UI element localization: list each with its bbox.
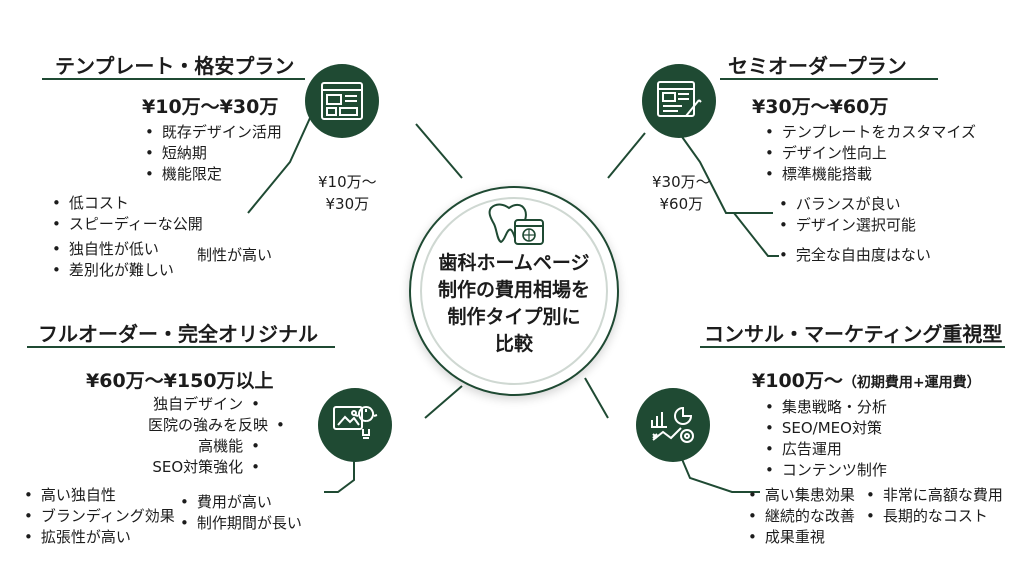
center-title-line: 歯科ホームページ <box>438 252 590 274</box>
branch-price-line: ¥30万〜 <box>652 173 711 191</box>
list-item: デザイン選択可能 <box>779 215 916 236</box>
list-item: ブランディング効果 <box>24 506 175 527</box>
list-item: コンテンツ制作 <box>765 460 887 481</box>
list-item: 差別化が難しい <box>52 260 174 281</box>
template-layout-icon <box>321 82 363 120</box>
creative-idea-icon <box>333 406 378 439</box>
center-title-line: 比較 <box>494 333 533 355</box>
list-item: テンプレートをカスタマイズ <box>765 122 976 143</box>
center-title-line: 制作の費用相場を <box>437 279 590 301</box>
list-item: 継続的な改善 <box>748 506 855 527</box>
consult-plan-title: コンサル・マーケティング重視型 <box>704 322 1003 346</box>
consult-cons-list: 非常に高額な費用 長期的なコスト <box>866 485 1003 527</box>
full-cons-list: 費用が高い 制作期間が長い <box>180 492 302 534</box>
list-item: SEO対策強化 <box>148 457 260 478</box>
template-plan-title: テンプレート・格安プラン <box>55 54 295 78</box>
marketing-strategy-icon <box>651 406 694 443</box>
list-item: 独自性が低い <box>52 239 174 260</box>
list-item: 非常に高額な費用 <box>866 485 1003 506</box>
custom-design-icon <box>657 81 702 117</box>
semi-branch-price: ¥30万〜 ¥60万 <box>652 171 711 215</box>
list-item: 完全な自由度はない <box>779 245 931 266</box>
consult-price-note: （初期費用+運用費） <box>842 375 981 391</box>
full-plan-node <box>318 388 392 462</box>
template-plan-node <box>305 64 379 138</box>
list-item: 広告運用 <box>765 439 887 460</box>
full-feature-list: 独自デザイン 医院の強みを反映 高機能 SEO対策強化 <box>148 394 268 478</box>
list-item: 短納期 <box>145 143 282 164</box>
list-item: 高い集患効果 <box>748 485 855 506</box>
list-item: 拡張性が高い <box>24 527 175 548</box>
list-item: デザイン性向上 <box>765 143 976 164</box>
template-cons-list: 独自性が低い 差別化が難しい <box>52 239 174 281</box>
semi-plan-price: ¥30万〜¥60万 <box>752 96 889 118</box>
template-cons-label: 制性が高い <box>197 246 273 264</box>
consult-feature-list: 集患戦略・分析 SEO/MEO対策 広告運用 コンテンツ制作 <box>765 397 887 481</box>
list-item: 集患戦略・分析 <box>765 397 887 418</box>
list-item: 低コスト <box>52 193 203 214</box>
center-inner-ring <box>420 197 608 385</box>
semi-plan-node <box>642 64 716 138</box>
list-item: 長期的なコスト <box>866 506 1003 527</box>
consult-plan-price-line: ¥100万〜（初期費用+運用費） <box>752 366 981 393</box>
center-circle: 歯科ホームページ 制作の費用相場を 制作タイプ別に 比較 <box>409 186 619 396</box>
full-pros-list: 高い独自性 ブランディング効果 拡張性が高い <box>24 485 175 548</box>
list-item: 高機能 <box>148 436 260 457</box>
semi-plan-title: セミオーダープラン <box>728 54 907 78</box>
list-item: 制作期間が長い <box>180 513 302 534</box>
consult-plan-node <box>636 388 710 462</box>
template-feature-list: 既存デザイン活用 短納期 機能限定 <box>145 122 282 185</box>
list-item: 高い独自性 <box>24 485 175 506</box>
list-item: 既存デザイン活用 <box>145 122 282 143</box>
list-item: 機能限定 <box>145 164 282 185</box>
branch-price-line: ¥60万 <box>659 195 704 213</box>
branch-price-line: ¥10万〜 <box>318 173 377 191</box>
branch-price-line: ¥30万 <box>325 195 370 213</box>
list-item: 独自デザイン <box>148 394 260 415</box>
list-item: 医院の強みを反映 <box>148 415 268 436</box>
tooth-web-icon <box>488 203 544 245</box>
template-pros-list: 低コスト スピーディーな公開 <box>52 193 203 235</box>
full-plan-title: フルオーダー・完全オリジナル <box>38 322 318 346</box>
list-item: バランスが良い <box>779 194 916 215</box>
center-title-line: 制作タイプ別に <box>447 306 581 328</box>
list-item: SEO/MEO対策 <box>765 418 887 439</box>
template-branch-price: ¥10万〜 ¥30万 <box>318 171 377 215</box>
full-plan-price: ¥60万〜¥150万以上 <box>86 370 274 392</box>
consult-pros-list: 高い集患効果 継続的な改善 成果重視 <box>748 485 855 548</box>
center-title: 歯科ホームページ 制作の費用相場を 制作タイプ別に 比較 <box>411 250 617 358</box>
list-item: 標準機能搭載 <box>765 164 976 185</box>
consult-plan-price: ¥100万〜 <box>752 370 843 392</box>
semi-feature-list: テンプレートをカスタマイズ デザイン性向上 標準機能搭載 <box>765 122 976 185</box>
list-item: 成果重視 <box>748 527 855 548</box>
list-item: 費用が高い <box>180 492 302 513</box>
semi-cons-list: 完全な自由度はない <box>779 245 931 266</box>
template-plan-price: ¥10万〜¥30万 <box>142 96 279 118</box>
list-item: スピーディーな公開 <box>52 214 203 235</box>
semi-pros-list: バランスが良い デザイン選択可能 <box>779 194 916 236</box>
